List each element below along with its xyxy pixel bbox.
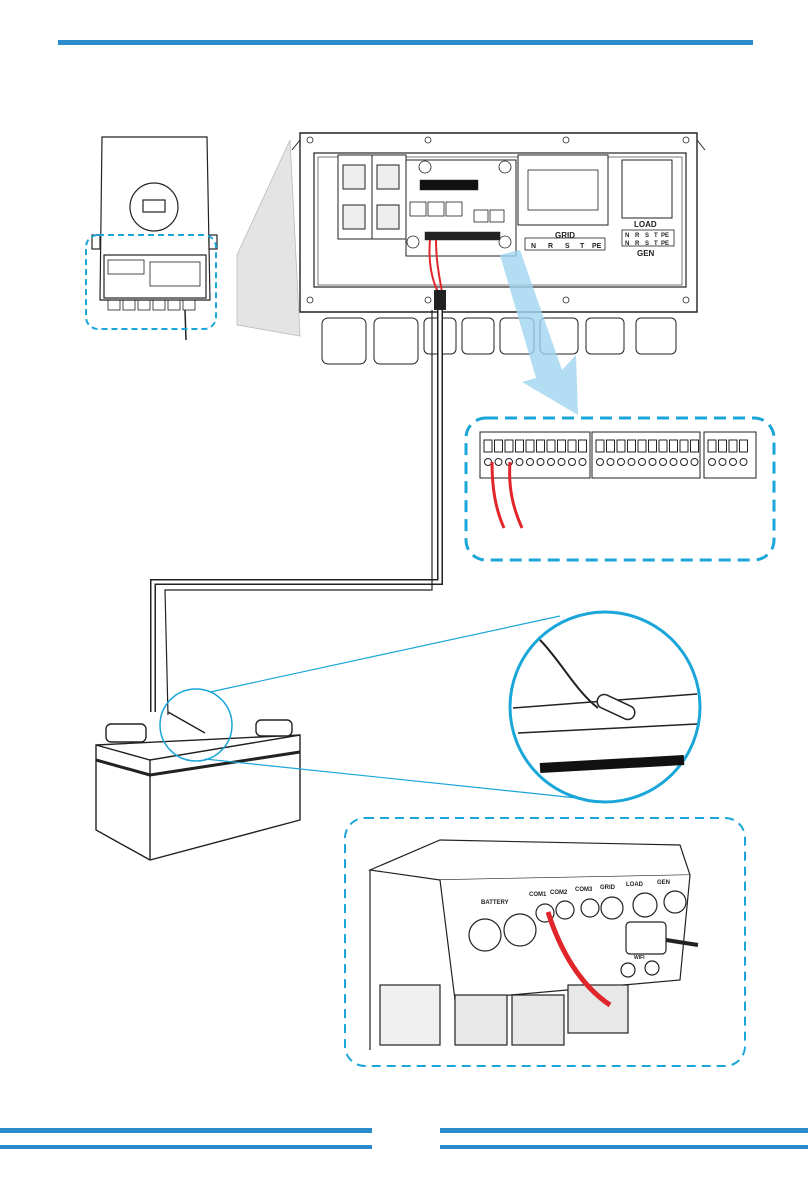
terminal-screw bbox=[579, 459, 586, 466]
terminal-screw bbox=[649, 459, 656, 466]
terminal-screw bbox=[485, 459, 492, 466]
terminal-slot bbox=[649, 440, 657, 452]
port-label-wifi: WIFI bbox=[634, 955, 645, 961]
port-label-com3: COM3 bbox=[575, 887, 593, 893]
terminal-slot bbox=[659, 440, 667, 452]
load-terminal-t: T bbox=[654, 233, 658, 239]
terminal-screw bbox=[691, 459, 698, 466]
load-label: LOAD bbox=[634, 220, 657, 229]
gen-terminal-t: T bbox=[654, 241, 658, 247]
terminal-slot bbox=[596, 440, 604, 452]
port-label-battery: BATTERY bbox=[481, 900, 509, 906]
terminal-slot bbox=[547, 440, 555, 452]
terminal-screw bbox=[730, 459, 737, 466]
terminal-slot bbox=[628, 440, 636, 452]
terminal-slot bbox=[516, 440, 524, 452]
load-terminal-pe: PE bbox=[661, 233, 669, 239]
load-terminal-n: N bbox=[625, 233, 629, 239]
terminal-screw bbox=[670, 459, 677, 466]
terminal-screw bbox=[618, 459, 625, 466]
gen-terminal-r: R bbox=[635, 241, 640, 247]
load-terminal-s: S bbox=[645, 233, 649, 239]
magnify-line-top bbox=[210, 616, 560, 692]
terminal-screw bbox=[607, 459, 614, 466]
terminal-slot bbox=[719, 440, 727, 452]
terminal-screw bbox=[681, 459, 688, 466]
zoom-cone bbox=[237, 140, 300, 336]
gen-terminal-s: S bbox=[645, 241, 649, 247]
terminal-block bbox=[480, 432, 756, 478]
gen-terminal-n: N bbox=[625, 241, 629, 247]
grid-terminal-n: N bbox=[531, 243, 536, 250]
terminal-slot bbox=[740, 440, 748, 452]
cable-glands bbox=[322, 318, 676, 364]
terminal-slot bbox=[708, 440, 716, 452]
terminal-screw bbox=[495, 459, 502, 466]
inverter-bottom-ports bbox=[370, 840, 698, 1050]
terminal-screw bbox=[719, 459, 726, 466]
terminal-screw bbox=[597, 459, 604, 466]
load-terminal-r: R bbox=[635, 233, 640, 239]
terminal-slot bbox=[617, 440, 625, 452]
terminal-slot bbox=[691, 440, 699, 452]
terminal-screw bbox=[639, 459, 646, 466]
terminal-screw bbox=[558, 459, 565, 466]
gen-terminal-pe: PE bbox=[661, 241, 669, 247]
terminal-slot bbox=[505, 440, 513, 452]
battery bbox=[96, 720, 300, 860]
terminal-slot bbox=[680, 440, 688, 452]
terminal-screw bbox=[548, 459, 555, 466]
port-label-grid: GRID bbox=[600, 885, 616, 891]
terminal-screw bbox=[569, 459, 576, 466]
sensor-cable-second bbox=[165, 310, 432, 715]
terminal-slot bbox=[607, 440, 615, 452]
grid-terminal-r: R bbox=[548, 243, 553, 250]
terminal-slot bbox=[729, 440, 737, 452]
terminal-slot bbox=[579, 440, 587, 452]
terminal-screw bbox=[740, 459, 747, 466]
inverter-thumbnail bbox=[92, 137, 217, 340]
terminal-slot bbox=[526, 440, 534, 452]
port-label-load: LOAD bbox=[626, 882, 644, 888]
port-label-com2: COM2 bbox=[550, 890, 568, 896]
grid-label: GRID bbox=[555, 231, 575, 240]
terminal-slot bbox=[568, 440, 576, 452]
terminal-slot bbox=[638, 440, 646, 452]
terminal-screw bbox=[537, 459, 544, 466]
terminal-slot bbox=[558, 440, 566, 452]
terminal-screw bbox=[628, 459, 635, 466]
terminal-slot bbox=[495, 440, 503, 452]
port-label-gen: GEN bbox=[657, 880, 670, 886]
terminal-slot bbox=[670, 440, 678, 452]
gen-label: GEN bbox=[637, 249, 655, 258]
terminal-screw bbox=[660, 459, 667, 466]
grid-terminal-pe: PE bbox=[592, 243, 602, 250]
terminal-screw bbox=[516, 459, 523, 466]
probe-tip bbox=[168, 712, 205, 733]
terminal-screw bbox=[709, 459, 716, 466]
cable-grommet bbox=[434, 290, 446, 310]
terminal-slot bbox=[537, 440, 545, 452]
grid-terminal-t: T bbox=[580, 243, 585, 250]
terminal-screw bbox=[527, 459, 534, 466]
probe-magnifier bbox=[510, 612, 700, 802]
grid-terminal-s: S bbox=[565, 243, 570, 250]
port-label-com1: COM1 bbox=[529, 892, 547, 898]
terminal-slot bbox=[484, 440, 492, 452]
